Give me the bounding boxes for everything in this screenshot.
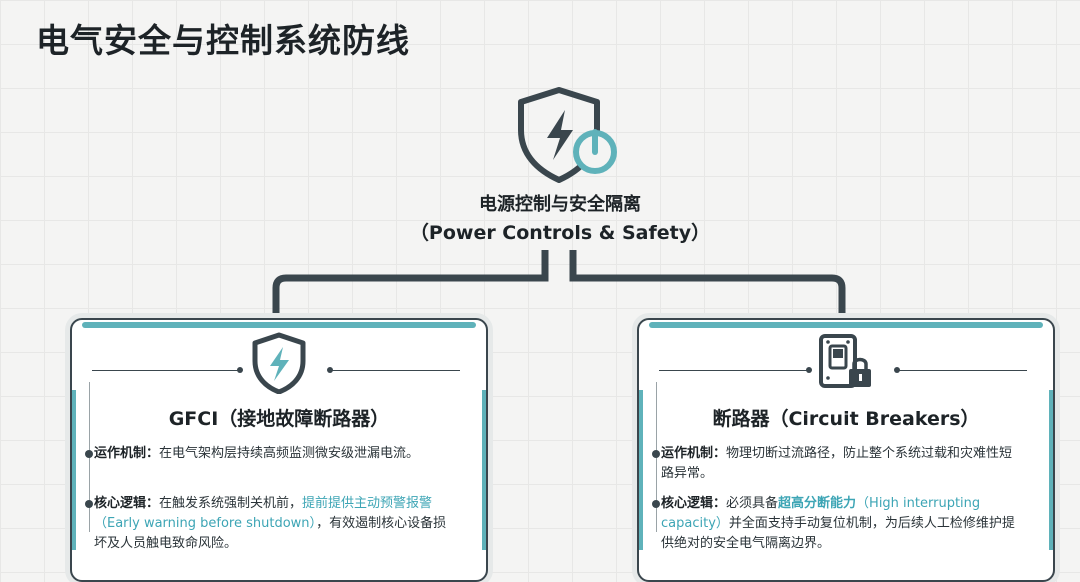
paragraph-logic: 核心逻辑：在触发系统强制关机前，提前提供主动预警报警 （Early warning… [94, 494, 458, 554]
key-label: 运作机制： [661, 446, 727, 461]
paragraph-logic: 核心逻辑：必须具备超高分断能力（High interrupting capaci… [661, 494, 1025, 554]
bullet-dot [652, 450, 660, 458]
shield-lightning-icon [252, 332, 306, 394]
page-title: 电气安全与控制系统防线 [36, 21, 410, 60]
divider-left [92, 367, 243, 373]
highlight-english: （Early warning before shutdown） [94, 516, 317, 531]
highlight-english: （High interrupting capacity） [661, 496, 981, 531]
divider-left [659, 367, 812, 373]
gfci-card: GFCI（接地故障断路器） 运作机制：在电气架构层持续高频监测微安级泄漏电流。 … [70, 318, 488, 582]
card-accent-bar [649, 322, 1043, 328]
hero-title-en: （Power Controls & Safety） [409, 222, 711, 244]
divider-right [327, 367, 460, 373]
key-label: 核心逻辑： [661, 496, 727, 511]
bullet-dot [85, 500, 93, 508]
card-title: 断路器（Circuit Breakers） [712, 408, 980, 430]
connector-lines [272, 250, 846, 318]
shield-lightning-power-icon [518, 87, 617, 183]
bullet-dot [652, 500, 660, 508]
paragraph-text: 在电气架构层持续高频监测微安级泄漏电流。 [159, 446, 420, 461]
card-accent-bar [82, 322, 476, 328]
paragraph-text: 物理切断过流路径，防止整个系统过载和灾难性短路异常。 [661, 446, 1013, 481]
circuit-breaker-card: 断路器（Circuit Breakers） 运作机制：物理切断过流路径，防止整个… [637, 318, 1055, 582]
breaker-lock-icon [819, 334, 871, 388]
key-label: 核心逻辑： [94, 496, 160, 511]
card-side-accent [639, 390, 643, 550]
key-label: 运作机制： [94, 446, 160, 461]
highlight-text: 超高分断能力 [778, 496, 857, 511]
card-side-accent [72, 390, 76, 550]
bullet-dot [85, 450, 93, 458]
card-side-accent [1049, 390, 1053, 550]
card-title: GFCI（接地故障断路器） [168, 408, 390, 430]
paragraph-text: 并全面支持手动复位机制，为后续人工检修维护提供绝对的安全电气隔离边界。 [661, 516, 1015, 551]
paragraph-mechanism: 运作机制：在电气架构层持续高频监测微安级泄漏电流。 [94, 444, 458, 464]
hero-title-cn: 电源控制与安全隔离 [479, 194, 641, 215]
card-side-accent [482, 390, 486, 550]
highlight-text: 提前提供主动预警报警 [302, 496, 433, 511]
paragraph-text: 必须具备 [726, 496, 779, 511]
paragraph-text: ，有效遏制核心设备损坏及人员触电致命风险。 [94, 516, 447, 551]
paragraph-mechanism: 运作机制：物理切断过流路径，防止整个系统过载和灾难性短路异常。 [661, 444, 1025, 484]
paragraph-text: 在触发系统强制关机前， [159, 496, 303, 511]
divider-right [894, 367, 1027, 373]
